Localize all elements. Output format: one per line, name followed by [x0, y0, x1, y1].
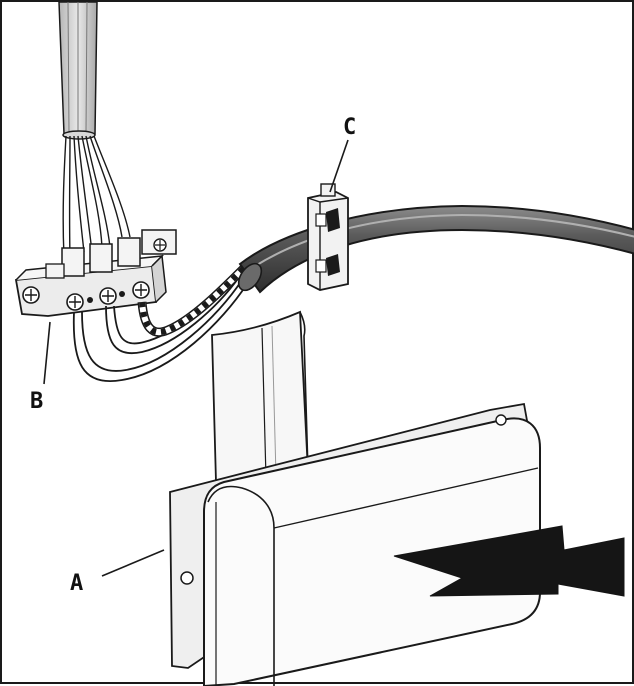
terminal-screw — [22, 286, 40, 304]
earth-wire — [137, 260, 252, 337]
leader-line-c — [329, 139, 349, 193]
leader-line-b — [43, 321, 51, 385]
callout-b: B — [30, 389, 43, 414]
leader-line-a — [101, 549, 165, 577]
terminal-screw — [132, 281, 150, 299]
terminal-wires — [62, 135, 131, 258]
terminal-screw — [99, 287, 117, 305]
housing-neck — [211, 310, 309, 484]
power-cable — [237, 204, 634, 294]
housing-body — [169, 402, 541, 686]
callout-c: C — [343, 115, 356, 140]
callout-a: A — [70, 571, 83, 596]
terminal-screw — [153, 238, 167, 252]
direction-arrow — [393, 525, 625, 597]
connecting-wires — [72, 271, 248, 383]
wire-bundle — [58, 2, 98, 140]
terminal-block — [14, 229, 177, 317]
terminal-screw — [66, 293, 84, 311]
cable-clamp — [307, 183, 349, 291]
